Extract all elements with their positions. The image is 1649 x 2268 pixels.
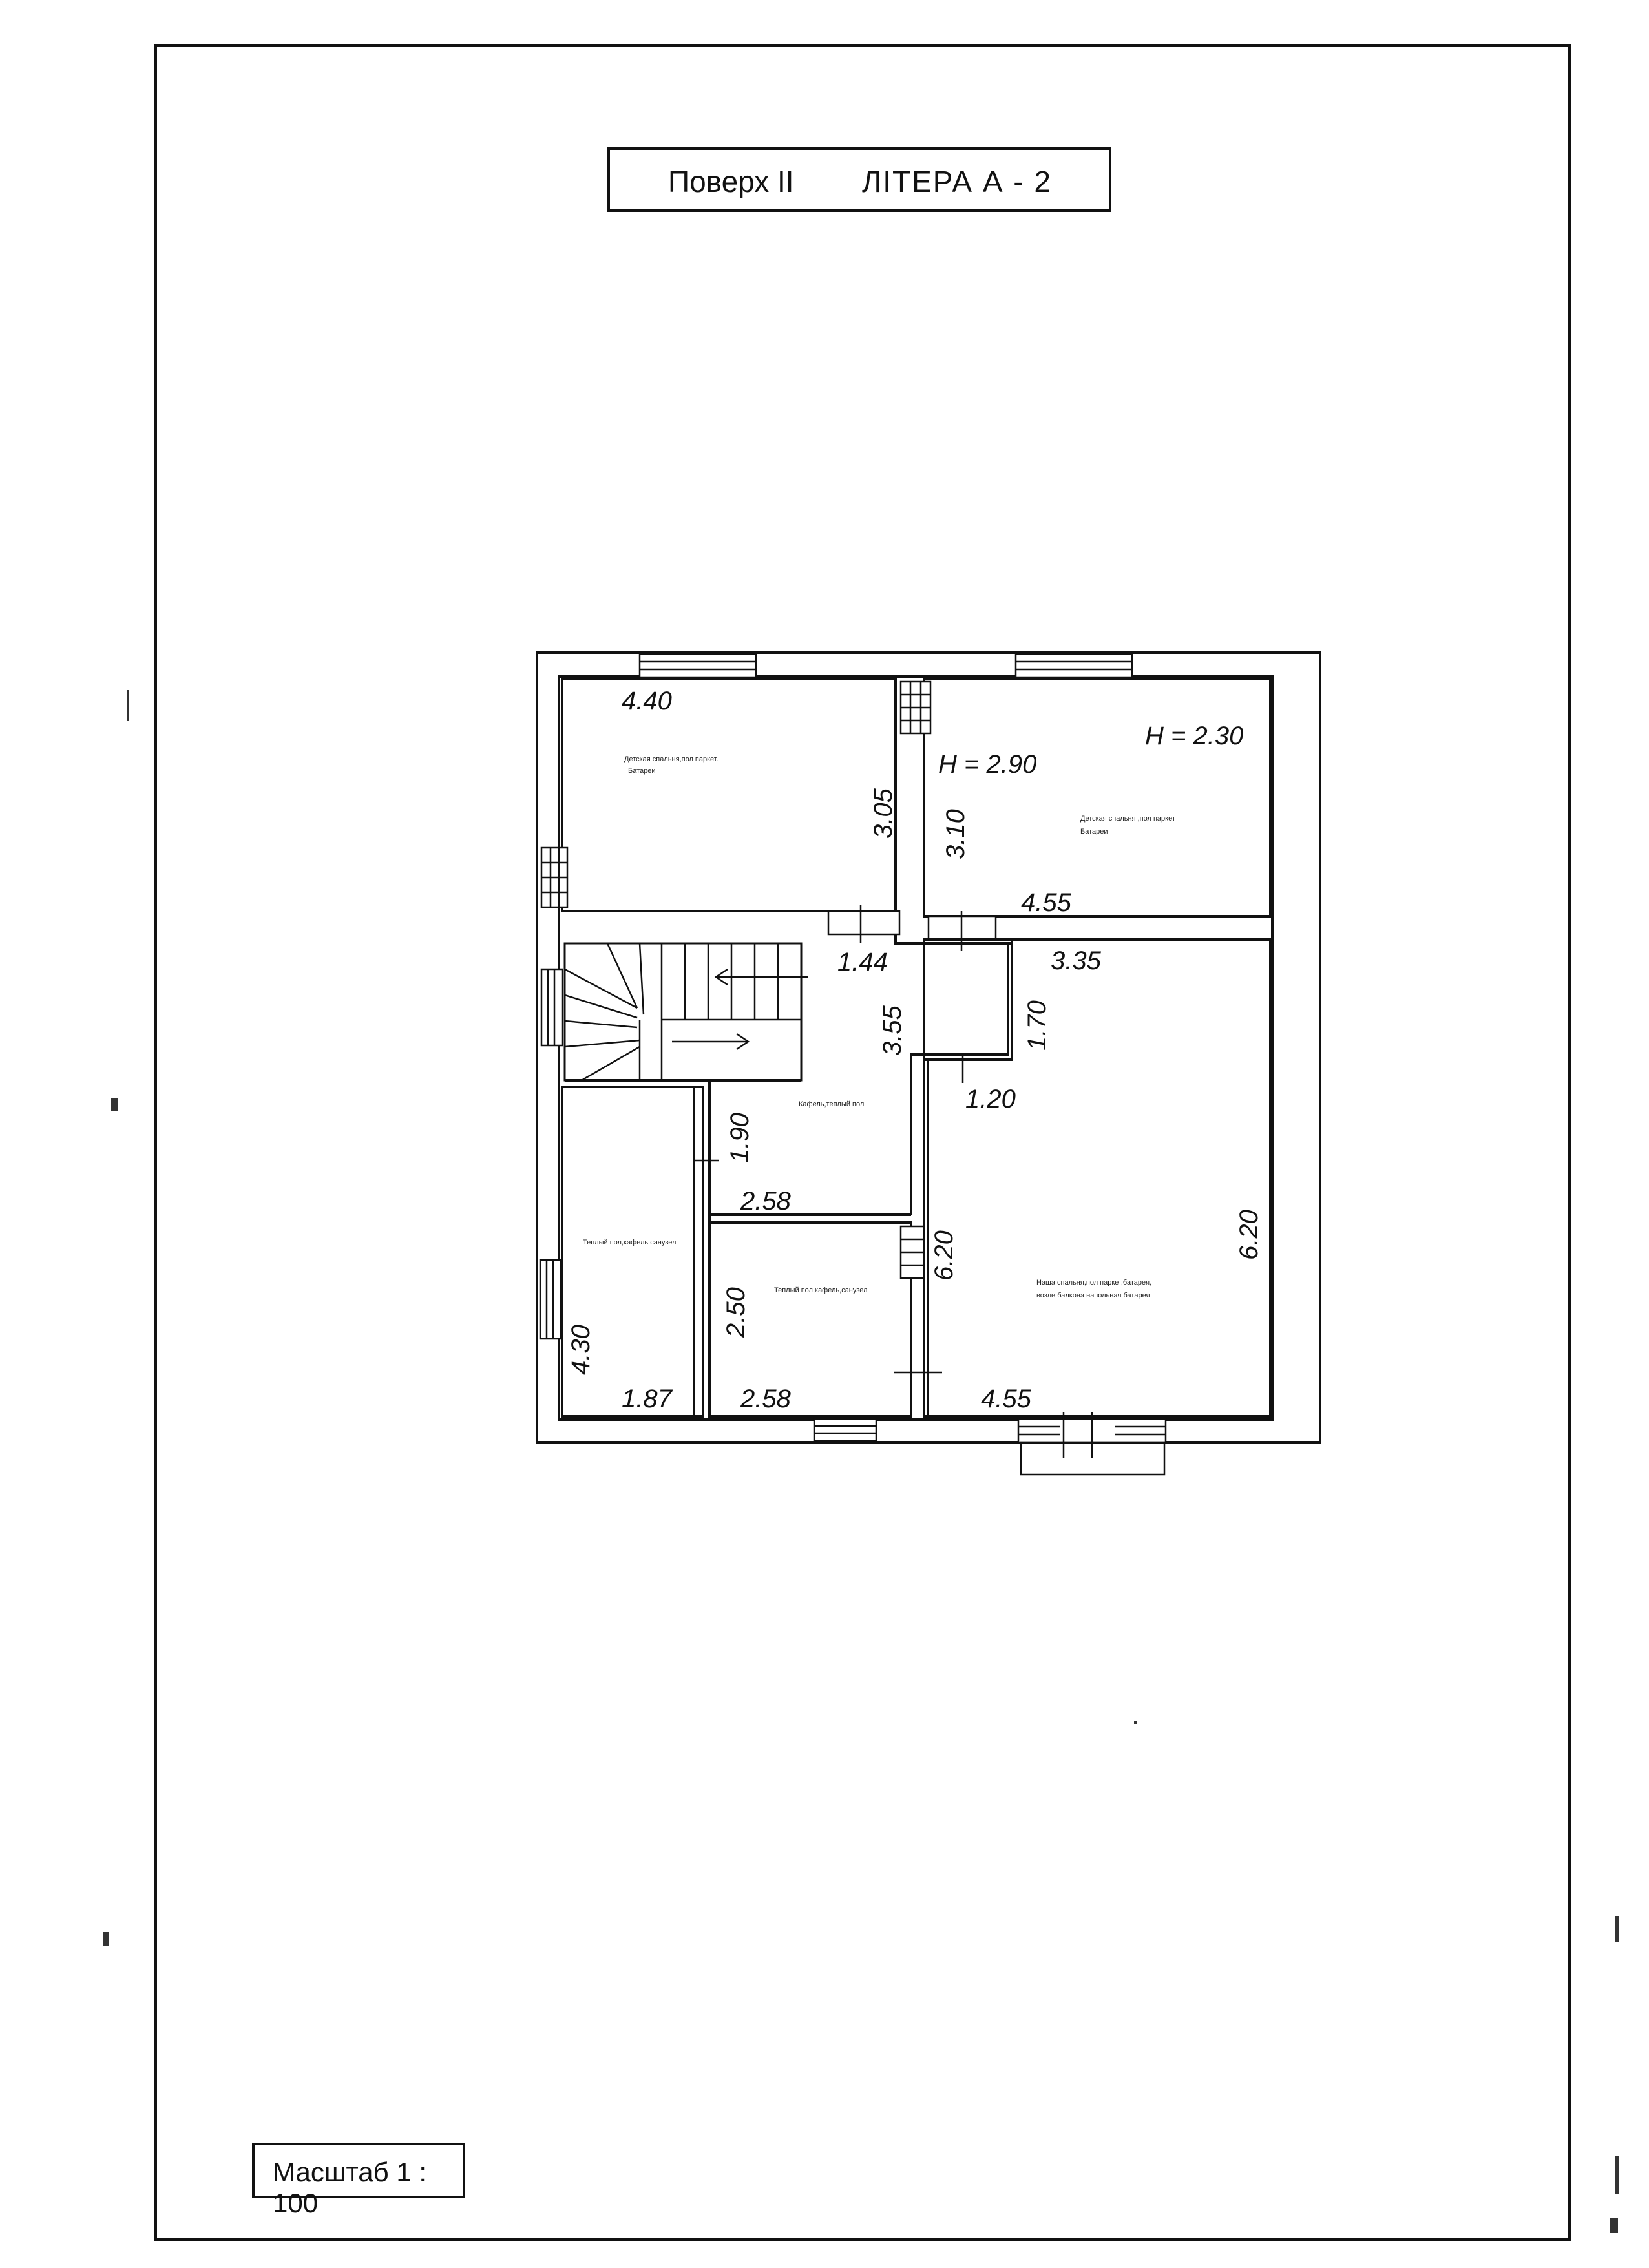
scan-speck (127, 690, 129, 721)
room-1 (561, 677, 897, 912)
note-room2-line1: Детская спальня ,пол паркет (1080, 815, 1175, 823)
dim-bath1-height: 4.30 (567, 1325, 595, 1375)
dim-kitchen-width: 2.58 (740, 1187, 792, 1215)
dim-bath2-width: 2.58 (740, 1385, 792, 1413)
dim-room2-width: 4.55 (1021, 888, 1072, 917)
bathroom-1 (561, 1086, 704, 1418)
scan-speck (111, 1098, 118, 1111)
dim-hall-width: 1.44 (837, 948, 888, 976)
note-bath2: Теплый пол,кафель,санузел (774, 1286, 867, 1294)
window-bath-1 (539, 1259, 562, 1340)
balcony-door (1017, 1412, 1167, 1458)
note-room1-line1: Детская спальня,пол паркет. (624, 755, 719, 763)
scan-speck (1134, 1721, 1137, 1724)
dim-hall2-height: 6.20 (930, 1230, 958, 1281)
note-room2-line2: Батареи (1080, 828, 1108, 835)
window-top-right (1014, 653, 1133, 678)
scan-speck (103, 1932, 109, 1946)
dim-room3-height: 6.20 (1235, 1210, 1263, 1260)
scan-speck (1610, 2218, 1618, 2233)
window-bottom-left (813, 1418, 877, 1442)
letter-label: ЛІТЕРА А - 2 (862, 165, 1052, 198)
dim-corridor-width: 3.35 (1051, 947, 1102, 975)
dim-room3-width: 4.55 (981, 1385, 1032, 1413)
scale-block: Масштаб 1 : 100 (252, 2143, 465, 2218)
inner-wall (558, 675, 1274, 1421)
note-room3-line1: Наша спальня,пол паркет,батарея, (1036, 1279, 1151, 1286)
scan-speck (1615, 1916, 1619, 1942)
dim-room1-width: 4.40 (622, 687, 672, 715)
height-left: H = 2.90 (938, 750, 1036, 779)
balcony (1020, 1441, 1166, 1476)
dim-kitchen-height: 1.90 (726, 1113, 754, 1163)
door-room-2 (927, 911, 997, 951)
dim-bath2-height: 2.50 (722, 1287, 750, 1338)
vent-bath-2 (899, 1225, 925, 1279)
staircase (563, 942, 808, 1082)
room-2 (923, 677, 1272, 918)
note-bath1: Теплый пол,кафель санузел (583, 1239, 676, 1246)
dim-corridor-height: 1.70 (1023, 1000, 1051, 1051)
scale-label: Масштаб 1 : 100 (273, 2157, 427, 2218)
floor-label: Поверх II (668, 165, 794, 198)
room-3 (923, 938, 1272, 1418)
window-top-left (638, 653, 757, 678)
note-kitchen: Кафель,теплый пол (799, 1100, 864, 1108)
title-block: Поверх II ЛІТЕРА А - 2 (607, 147, 1111, 212)
outer-wall (536, 651, 1321, 1444)
drawing-frame (154, 44, 1571, 2241)
height-right: H = 2.30 (1145, 722, 1243, 750)
dim-room2-height: 3.10 (941, 809, 970, 859)
window-stair (540, 968, 563, 1047)
bathroom-2 (708, 1221, 912, 1418)
dim-bath1-width: 1.87 (622, 1385, 673, 1413)
vent-top (899, 680, 932, 735)
hall-wall (894, 934, 1009, 1215)
dim-hall-height: 3.55 (878, 1005, 907, 1056)
vent-left (540, 846, 569, 908)
dim-room1-height: 3.05 (869, 788, 898, 839)
note-room3-line2: возле балкона напольная батарея (1036, 1292, 1150, 1299)
note-room1-line2: Батареи (628, 767, 656, 775)
dim-corridor-opening: 1.20 (965, 1085, 1016, 1113)
scan-speck (1615, 2156, 1619, 2194)
door-room-1 (827, 905, 901, 943)
